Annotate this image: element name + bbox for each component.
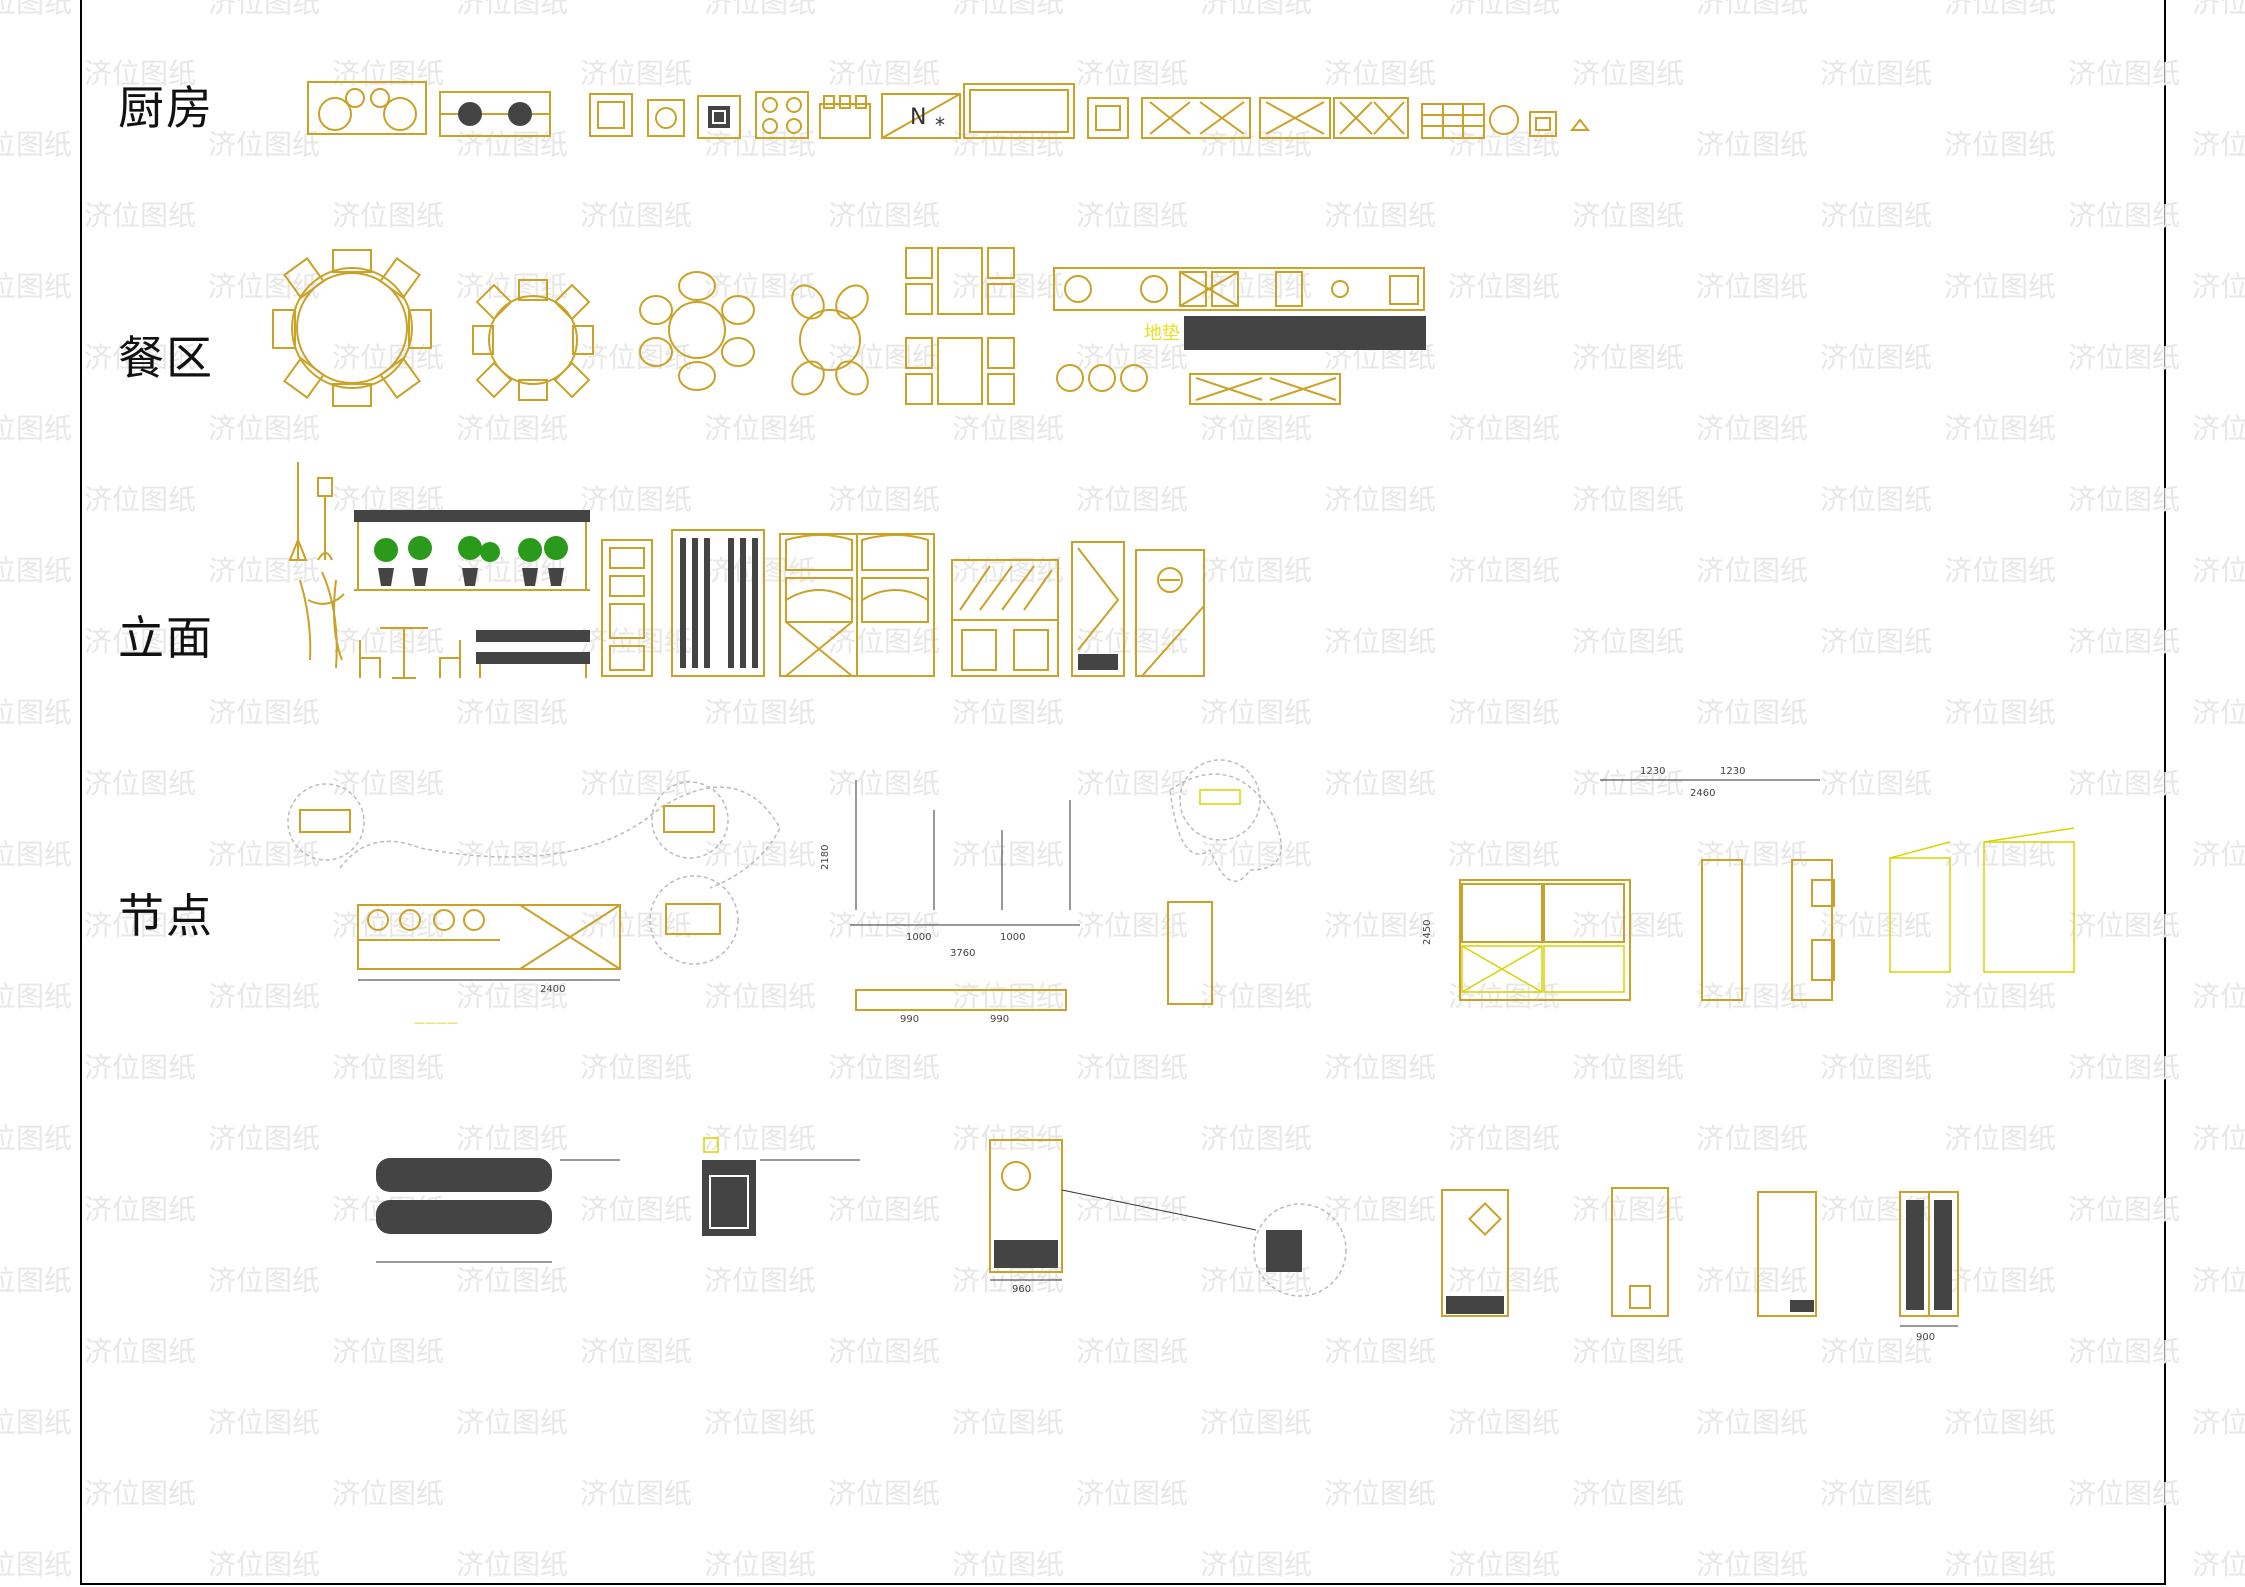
dim-label-900: 900 — [1916, 1332, 1935, 1343]
round-table-10 — [272, 249, 432, 407]
dim-label-2460: 2460 — [1690, 788, 1715, 799]
planter-shelf — [354, 510, 590, 591]
section-label-dining: 餐区 — [118, 331, 214, 385]
prep-table-2 — [1259, 97, 1331, 139]
north-mark: N — [910, 105, 926, 130]
bench-elevation — [476, 630, 590, 678]
dim-label-3760a: 3760 — [950, 948, 975, 959]
wok-range — [755, 91, 809, 139]
slat-door — [671, 529, 765, 677]
node-detail-5: 960 — [989, 1139, 1347, 1297]
dim-label-990b: 990 — [990, 1014, 1009, 1025]
dim-label-1230b: 1230 — [1720, 766, 1745, 777]
table-chairs-elevation — [359, 627, 461, 679]
kitchen-equipment-row: N * — [307, 81, 1591, 139]
prep-table-3 — [1333, 97, 1409, 139]
node-detail-3: 1230 1230 2460 2450 — [1422, 766, 2075, 1001]
section-label-nodes: 节点 — [118, 889, 214, 943]
round-bin — [1489, 105, 1519, 135]
dim-label-2180: 2180 — [820, 845, 831, 870]
svg-text:————: ———— — [414, 1016, 458, 1029]
sink-square-2 — [647, 99, 685, 137]
glass-bar-elevation — [951, 559, 1059, 677]
node-detail-1: 2400 ———— — [287, 781, 781, 1029]
dining-tables-row: 地垫 — [272, 247, 1426, 407]
elevation-row — [288, 462, 1205, 679]
round-table-6 — [639, 271, 755, 391]
stove-2-burner — [439, 91, 551, 137]
small-box — [1529, 111, 1557, 137]
dim-label-1230a: 1230 — [1640, 766, 1665, 777]
svg-text:*: * — [935, 113, 945, 137]
bottle-rack — [819, 95, 871, 139]
section-label-kitchen: 厨房 — [118, 81, 214, 135]
door-porthole — [1135, 549, 1205, 677]
dim-label-990a: 990 — [900, 1014, 919, 1025]
node-detail-4 — [376, 1137, 860, 1263]
drawing-frame — [80, 0, 2166, 1585]
round-table-4 — [791, 284, 869, 396]
dim-label-1000a: 1000 — [906, 932, 931, 943]
square-tables-4 — [905, 247, 1015, 405]
stove-4-burner — [307, 81, 427, 135]
dim-label-cab: 2400 — [540, 984, 565, 995]
fridge-box: N * — [881, 93, 961, 139]
counter-long — [963, 83, 1075, 139]
cabinet-shelf — [601, 539, 653, 677]
bar-counter-plan: 地垫 — [1053, 267, 1426, 405]
sink-small — [1087, 97, 1129, 139]
double-door-grille — [779, 533, 935, 677]
figure-lamp — [288, 462, 345, 669]
section-label-elevation: 立面 — [118, 611, 214, 665]
sink-square-1 — [589, 93, 633, 137]
grill-square — [697, 95, 741, 139]
dim-label-1000b: 1000 — [1000, 932, 1025, 943]
node-detail-6: 900 — [1441, 1187, 1959, 1343]
door-diagonal — [1071, 541, 1125, 677]
shelf-grid — [1421, 103, 1485, 139]
node-detail-2: 1000 1000 3760 990 990 2180 — [820, 759, 1282, 1025]
dim-label-2450: 2450 — [1422, 920, 1433, 945]
mat-label: 地垫 — [1144, 323, 1180, 344]
round-table-8 — [472, 279, 594, 401]
prep-table-1 — [1141, 97, 1251, 139]
dim-label-960: 960 — [1012, 1284, 1031, 1295]
